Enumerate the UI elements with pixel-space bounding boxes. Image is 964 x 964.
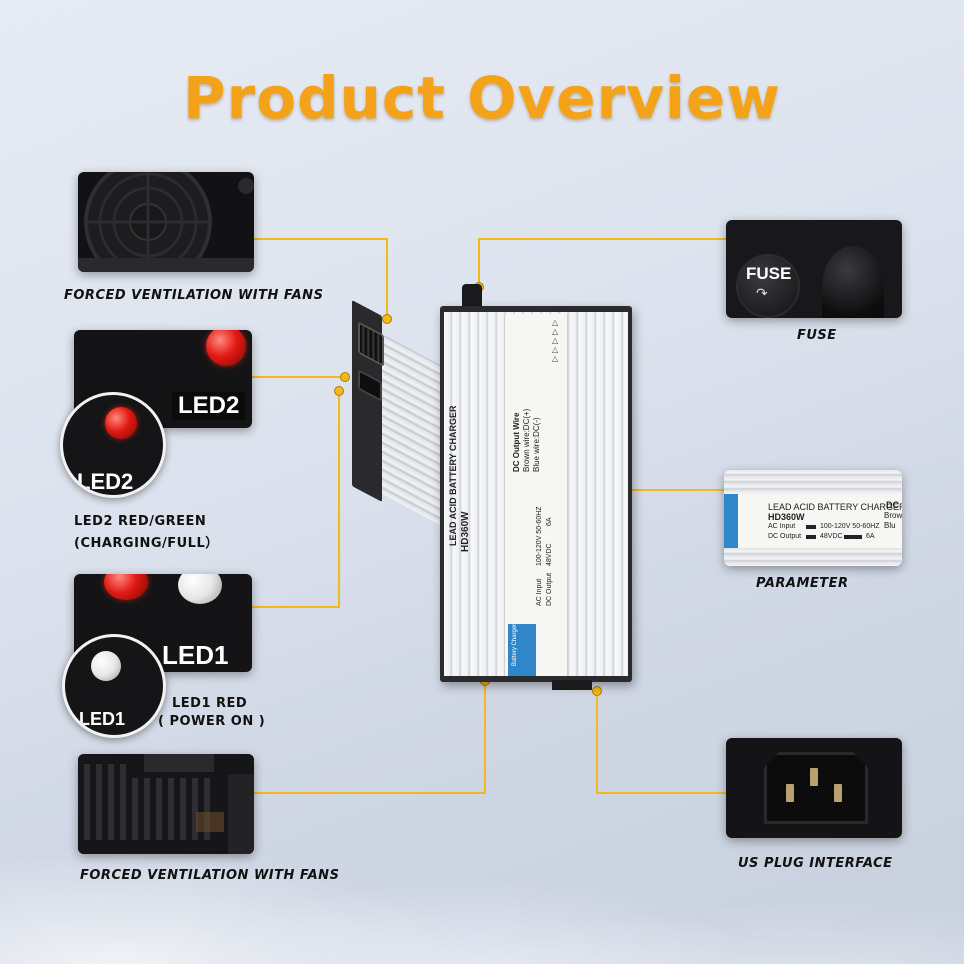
plug-pin-left <box>786 784 794 802</box>
charger-sticker-title: LEAD ACID BATTERY CHARGER <box>448 405 458 546</box>
parameter-fins <box>724 470 902 494</box>
led1-zoom-text: LED1 <box>79 709 126 729</box>
charger-wire-title: DC Output Wire <box>512 412 521 472</box>
charger-side-unit <box>352 300 452 543</box>
leader-dot-plug <box>592 686 602 696</box>
led2-zoom-circle: LED2 <box>60 392 166 498</box>
leader-line-fan-top-v <box>386 238 388 318</box>
parameter-label: PARAMETER <box>756 576 849 591</box>
charger-warning-icons: △△△△△ <box>552 318 559 363</box>
led2-label-line2: (CHARGING/FULL） <box>74 536 219 551</box>
charger-brand-text: Battery Charger <box>512 623 519 667</box>
charger-main-body: Battery Charger LEAD ACID BATTERY CHARGE… <box>440 284 632 690</box>
charger-sticker-model: HD360W <box>460 511 471 552</box>
fuse-label: FUSE <box>797 328 837 343</box>
led1-red-light <box>104 574 148 600</box>
led2-card: LED2 <box>74 330 252 428</box>
led1-zoom-circle: LED1 <box>62 634 166 738</box>
charger-wire-brown: Brown wire:DC(+) <box>522 408 531 472</box>
parameter-sticker-title: LEAD ACID BATTERY CHARGER <box>768 502 902 512</box>
fan-top-card <box>78 172 254 272</box>
fuse-holder <box>736 254 800 318</box>
parameter-ac-value: 100-120V 50-60HZ <box>820 523 880 530</box>
parameter-sticker-model: HD360W <box>768 512 805 522</box>
led1-label-line2: ( POWER ON ) <box>158 714 266 729</box>
plug-label: US PLUG INTERFACE <box>738 856 893 871</box>
leader-line-fuse-v <box>478 238 480 286</box>
leader-line-fuse <box>478 238 726 240</box>
leader-line-plug <box>596 792 726 794</box>
fan-bottom-label: FORCED VENTILATION WITH FANS <box>80 868 340 883</box>
parameter-sticker <box>738 494 902 548</box>
leader-line-led1-v <box>338 390 340 608</box>
fuse-card-text: FUSE <box>746 264 792 283</box>
plug-pin-center <box>810 768 818 786</box>
fuse-card: FUSE ↷ <box>726 220 902 318</box>
plug-socket <box>764 752 868 824</box>
parameter-edge-text: DC <box>886 500 899 510</box>
led1-label-line1: LED1 RED <box>172 696 248 711</box>
charger-ac-value: 100-120V 50-60HZ <box>536 506 543 566</box>
led1-card-text: LED1 <box>162 640 229 670</box>
charger-wire-blue: Blue wire:DC(-) <box>532 417 541 472</box>
led2-label-line1: LED2 RED/GREEN <box>74 514 207 529</box>
leader-line-plug-v <box>596 690 598 794</box>
parameter-dc-marker <box>806 535 816 539</box>
parameter-edge-text2: Brow <box>884 511 902 520</box>
fan-top-label: FORCED VENTILATION WITH FANS <box>64 288 324 303</box>
leader-dot-fan-top <box>382 314 392 324</box>
led2-card-text: LED2 <box>172 392 246 420</box>
parameter-edge-text3: Blu <box>884 521 896 530</box>
parameter-card: LEAD ACID BATTERY CHARGER HD360W AC Inpu… <box>724 470 902 566</box>
fan-bottom-card <box>78 754 254 854</box>
parameter-dc-output: DC Output <box>768 533 802 540</box>
parameter-fins-bottom <box>724 548 902 566</box>
parameter-amp-value: 6A <box>866 533 875 540</box>
leader-line-parameter <box>560 489 724 491</box>
charger-fuse-knob <box>462 284 482 306</box>
parameter-dc-value: 48VDC <box>820 533 843 540</box>
leader-line-fan-bottom-v <box>484 680 486 794</box>
leader-dot-led2 <box>340 372 350 382</box>
led2-red-light <box>206 330 246 366</box>
charger-dc-value: 48VDC <box>546 543 553 566</box>
parameter-ac-input: AC Input <box>768 523 796 530</box>
plug-card <box>726 738 902 838</box>
charger-ac-input: AC Input <box>536 578 543 606</box>
leader-line-fan-bottom <box>252 792 486 794</box>
parameter-ac-marker <box>806 525 816 529</box>
page-title: Product Overview <box>183 64 781 132</box>
leader-dot-led1 <box>334 386 344 396</box>
led2-zoom-red-light <box>105 407 137 439</box>
leader-line-led2 <box>252 376 344 378</box>
fuse-arrow-icon: ↷ <box>756 286 768 302</box>
charger-amp-value: 6A <box>546 517 553 526</box>
parameter-amp-marker <box>844 535 862 539</box>
plug-pin-right <box>834 784 842 802</box>
fuse-cable <box>822 246 884 318</box>
charger-bottom-switch <box>552 680 592 690</box>
led1-white-light <box>178 574 222 604</box>
charger-brand-strip <box>508 624 536 676</box>
leader-line-led1 <box>252 606 340 608</box>
leader-line-fan-top <box>252 238 388 240</box>
charger-sticker <box>504 314 568 676</box>
led2-zoom-text: LED2 <box>77 469 134 494</box>
vent-grille-icon <box>78 754 254 854</box>
charger-dc-output: DC Output <box>546 572 553 606</box>
parameter-brand-strip <box>724 494 738 548</box>
fan-icon <box>78 172 254 272</box>
led1-zoom-white-light <box>91 651 121 681</box>
